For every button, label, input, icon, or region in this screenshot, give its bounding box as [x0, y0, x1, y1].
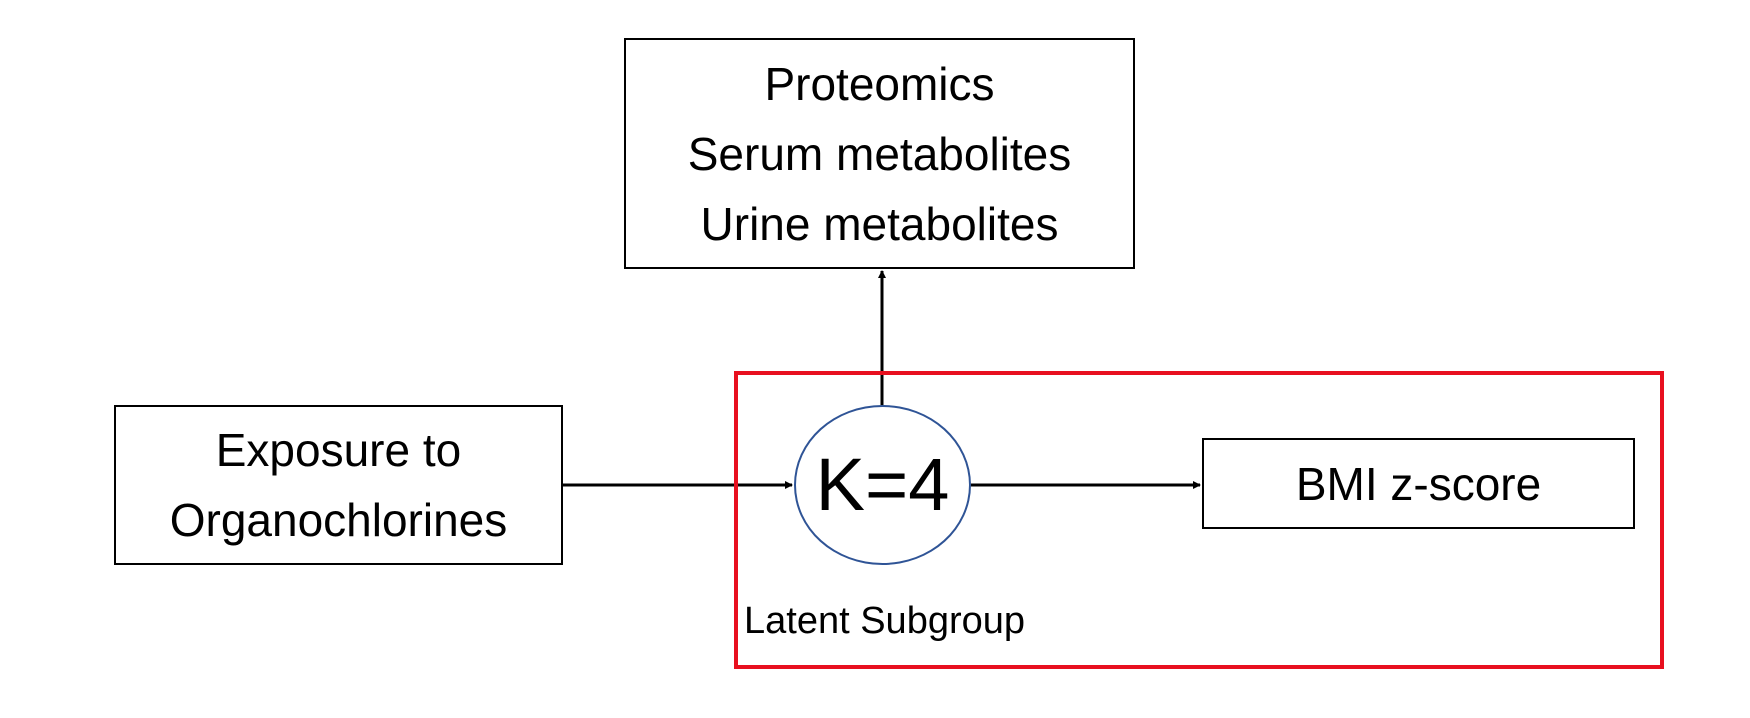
exposure-line-1: Exposure to — [215, 424, 462, 476]
exposure-line-2: Organochlorines — [169, 494, 508, 546]
latent-class-node: K=4 — [794, 405, 971, 565]
omics-line-proteomics: Proteomics — [764, 57, 995, 110]
exposure-box: Exposure to Organochlorines — [114, 405, 563, 565]
bmi-outcome-box: BMI z-score — [1202, 438, 1635, 529]
omics-line-serum-metabolites: Serum metabolites — [687, 127, 1072, 180]
bmi-outcome-label: BMI z-score — [1295, 457, 1542, 510]
omics-box: Proteomics Serum metabolites Urine metab… — [624, 38, 1135, 269]
latent-subgroup-frame — [734, 371, 1664, 669]
latent-subgroup-label: Latent Subgroup — [744, 600, 1026, 642]
omics-line-urine-metabolites: Urine metabolites — [700, 197, 1059, 250]
latent-class-label: K=4 — [815, 443, 950, 526]
